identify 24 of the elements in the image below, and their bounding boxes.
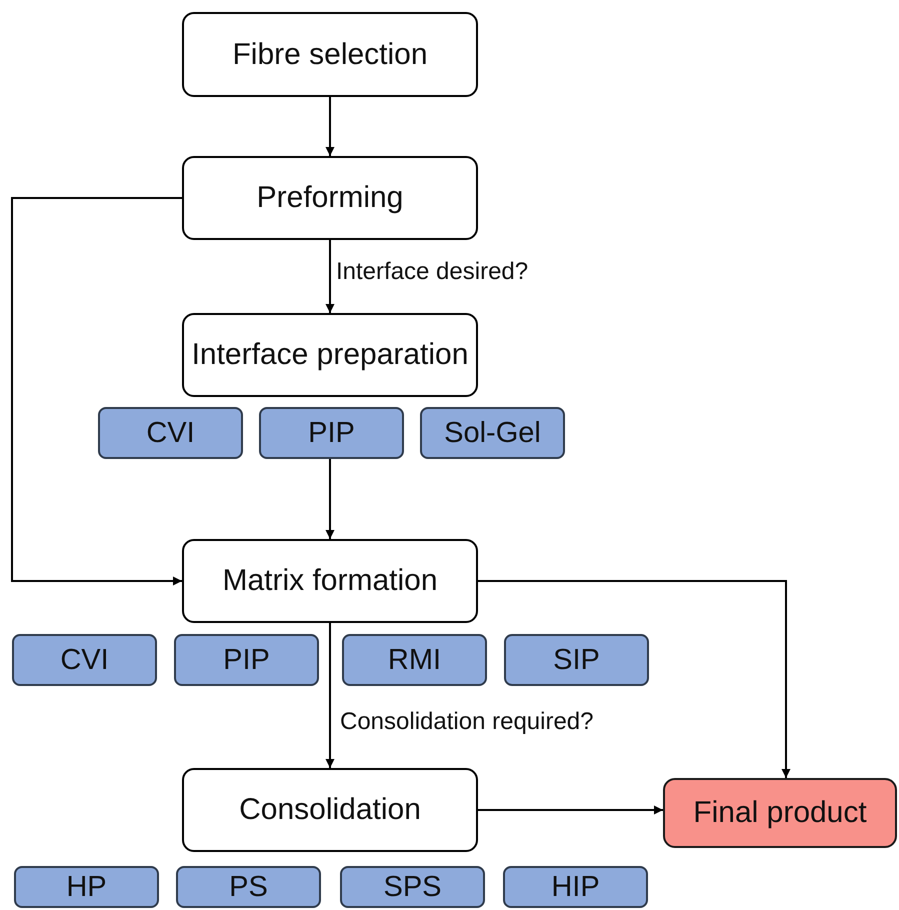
method-box: CVI [12, 634, 157, 686]
method-box: Sol-Gel [420, 407, 565, 459]
process-box: Matrix formation [182, 539, 478, 623]
method-box: HIP [503, 866, 648, 908]
method-box: RMI [342, 634, 487, 686]
arrow [478, 806, 663, 814]
arrow [326, 97, 334, 156]
method-box: CVI [98, 407, 243, 459]
arrow [326, 623, 334, 768]
method-box: PS [176, 866, 321, 908]
process-box: Consolidation [182, 768, 478, 852]
method-box: PIP [174, 634, 319, 686]
method-box: SPS [340, 866, 485, 908]
result-box: Final product [663, 778, 897, 848]
arrow [326, 459, 334, 539]
arrow [11, 197, 182, 586]
process-box: Preforming [182, 156, 478, 240]
method-box: HP [14, 866, 159, 908]
arrow [326, 240, 334, 313]
process-box: Fibre selection [182, 12, 478, 97]
method-box: SIP [504, 634, 649, 686]
process-box: Interface preparation [182, 313, 478, 397]
arrow [478, 580, 790, 778]
method-box: PIP [259, 407, 404, 459]
